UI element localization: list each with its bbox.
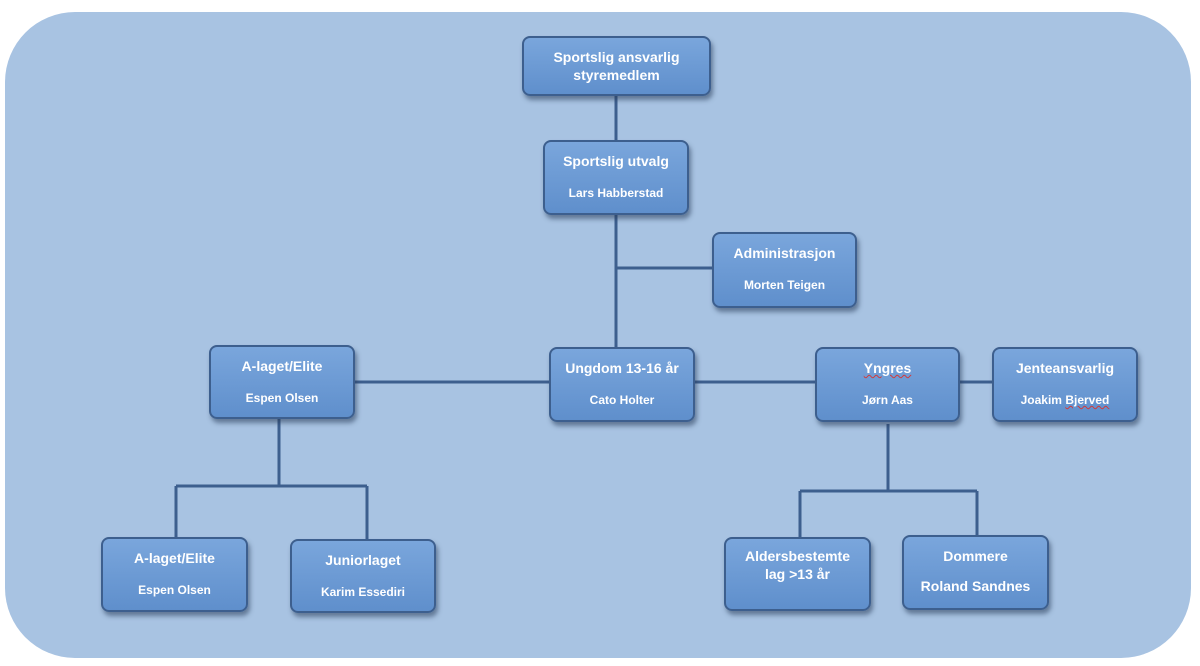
node-a-laget-elite-sub[interactable]: A-laget/Elite Espen Olsen <box>101 537 248 612</box>
node-juniorlaget[interactable]: Juniorlaget Karim Essediri <box>290 539 436 613</box>
node-title: A-laget/Elite <box>241 358 323 374</box>
node-title: Administrasjon <box>733 245 836 261</box>
node-title: Dommere <box>943 548 1008 564</box>
node-ungdom[interactable]: Ungdom 13-16 år Cato Holter <box>549 347 695 422</box>
node-yngres[interactable]: Yngres Jørn Aas <box>815 347 960 422</box>
node-title: Yngres <box>863 360 912 376</box>
node-name: Roland Sandnes <box>920 578 1031 594</box>
node-name: Espen Olsen <box>245 391 319 405</box>
node-title: lag >13 år <box>765 566 830 582</box>
node-title: A-laget/Elite <box>134 550 215 566</box>
node-administrasjon[interactable]: Administrasjon Morten Teigen <box>712 232 857 308</box>
node-sportslig-ansvarlig[interactable]: Sportslig ansvarlig styremedlem <box>522 36 711 96</box>
node-name-last: Bjerved <box>1065 393 1110 407</box>
node-name: Jørn Aas <box>862 393 913 407</box>
node-title: Sportslig utvalg <box>563 153 669 169</box>
node-name: Cato Holter <box>589 393 655 407</box>
node-title: Ungdom 13-16 år <box>565 360 679 376</box>
node-title: Jenteansvarlig <box>1015 360 1115 376</box>
node-aldersbestemte[interactable]: Aldersbestemte lag >13 år <box>724 537 871 611</box>
node-name-first: Joakim <box>1020 393 1062 407</box>
node-name: Karim Essediri <box>320 585 406 599</box>
node-dommere[interactable]: Dommere Roland Sandnes <box>902 535 1049 610</box>
node-sportslig-utvalg[interactable]: Sportslig utvalg Lars Habberstad <box>543 140 689 215</box>
node-name: Morten Teigen <box>743 278 826 292</box>
node-a-laget-elite[interactable]: A-laget/Elite Espen Olsen <box>209 345 355 419</box>
node-name: Lars Habberstad <box>568 186 664 200</box>
node-title: Juniorlaget <box>325 552 401 568</box>
node-jenteansvarlig[interactable]: Jenteansvarlig Joakim Bjerved <box>992 347 1138 422</box>
node-title: styremedlem <box>573 67 660 83</box>
node-name: Joakim Bjerved <box>1021 393 1110 408</box>
node-title: Sportslig ansvarlig <box>553 49 680 65</box>
node-title: Aldersbestemte <box>744 548 851 564</box>
node-name: Espen Olsen <box>138 583 211 597</box>
